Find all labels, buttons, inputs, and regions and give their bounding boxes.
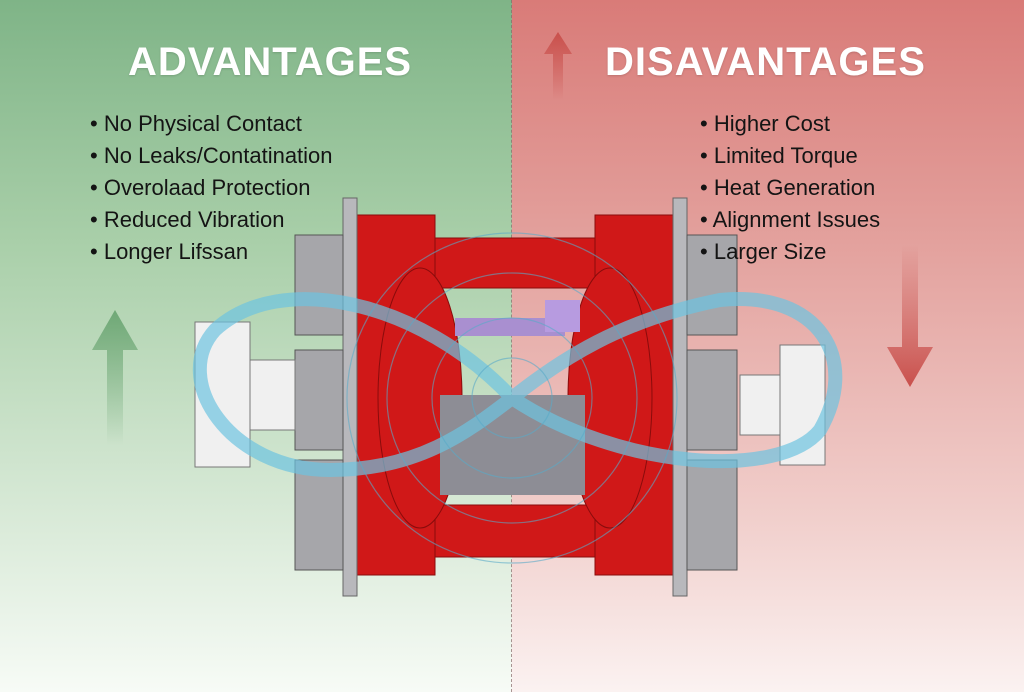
- advantages-list: No Physical Contact No Leaks/Contatinati…: [90, 108, 333, 268]
- list-item: Overolaad Protection: [90, 172, 333, 204]
- center-block: [440, 395, 585, 495]
- list-item: Longer Lifssan: [90, 236, 333, 268]
- down-arrow-icon: [887, 245, 933, 387]
- list-item: Higher Cost: [700, 108, 880, 140]
- list-item: No Leaks/Contatination: [90, 140, 333, 172]
- up-arrow-icon: [92, 310, 138, 445]
- advantages-title: ADVANTAGES: [128, 40, 413, 84]
- center-divider: [511, 0, 512, 692]
- up-arrow-icon: [544, 32, 572, 100]
- list-item: Limited Torque: [700, 140, 880, 172]
- list-item: Heat Generation: [700, 172, 880, 204]
- magnetic-field: [192, 292, 843, 478]
- disadvantages-title: DISAVANTAGES: [605, 40, 926, 84]
- list-item: Alignment Issues: [700, 204, 881, 236]
- field-rings: [346, 232, 678, 564]
- disadvantages-list: Higher Cost Limited Torque Heat Generati…: [700, 108, 881, 268]
- list-item: Larger Size: [700, 236, 880, 268]
- list-item: Reduced Vibration: [90, 204, 333, 236]
- list-item: No Physical Contact: [90, 108, 333, 140]
